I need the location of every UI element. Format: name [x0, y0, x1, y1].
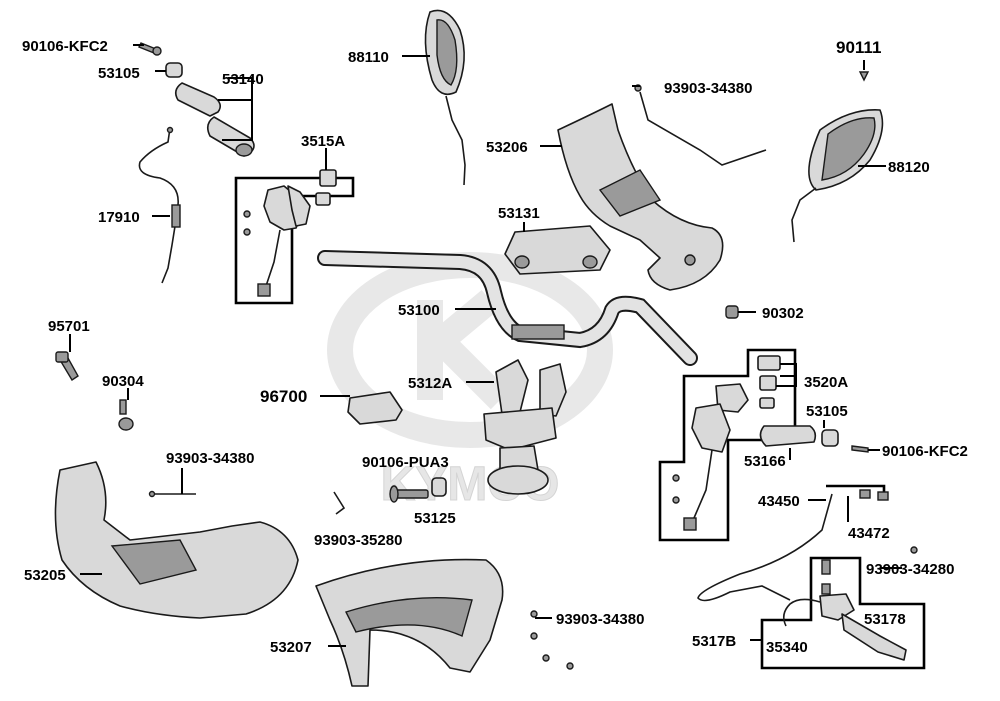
label-90106-kfc2-right: 90106-KFC2 — [882, 443, 968, 460]
label-90304: 90304 — [102, 373, 144, 390]
bar-end-53105-top — [165, 62, 183, 78]
front-cover-53205 — [54, 461, 299, 619]
switch-3515a — [243, 169, 337, 297]
screws-93903-34380-bottom — [530, 610, 574, 670]
label-3515a: 3515A — [301, 133, 345, 150]
box-3520a — [658, 348, 797, 542]
label-53178: 53178 — [864, 611, 906, 628]
handlebar-clamp-53131 — [504, 225, 611, 275]
screw-90302 — [725, 305, 739, 319]
throttle-cable-17910 — [138, 126, 181, 284]
label-90106-kfc2-top: 90106-KFC2 — [22, 38, 108, 55]
label-93903-35280: 93903-35280 — [314, 532, 402, 549]
label-17910: 17910 — [98, 209, 140, 226]
handlebar-53100 — [317, 250, 698, 366]
label-43472: 43472 — [848, 525, 890, 542]
bracket-43450 — [826, 484, 886, 496]
lever-assembly-5317b — [782, 546, 918, 661]
label-93903-34380-left: 93903-34380 — [166, 450, 254, 467]
label-90302: 90302 — [762, 305, 804, 322]
mirror-left-88110 — [424, 9, 466, 186]
label-53205: 53205 — [24, 567, 66, 584]
label-53131: 53131 — [498, 205, 540, 222]
screw-90111 — [858, 71, 870, 82]
box-5317b — [760, 556, 926, 670]
cable-43450 — [697, 489, 889, 602]
bracket-96700 — [347, 391, 403, 425]
bolt-90106-pua3 — [389, 485, 429, 503]
label-53100: 53100 — [398, 302, 440, 319]
label-93903-34380-top: 93903-34380 — [664, 80, 752, 97]
label-93903-34280: 93903-34280 — [866, 561, 954, 578]
label-53105-right: 53105 — [806, 403, 848, 420]
label-3520a: 3520A — [804, 374, 848, 391]
cap-53125 — [431, 477, 447, 497]
leader-lines — [69, 44, 902, 647]
label-95701: 95701 — [48, 318, 90, 335]
bolt-90106-kfc2-right — [851, 445, 869, 453]
label-93903-34380-bottom: 93903-34380 — [556, 611, 644, 628]
label-5312a: 5312A — [408, 375, 452, 392]
grip-53140 — [174, 82, 255, 157]
label-53105-top: 53105 — [98, 65, 140, 82]
lower-cover-53207 — [315, 558, 504, 687]
wire-93903-34380-top — [634, 84, 767, 166]
label-5317b: 5317B — [692, 633, 736, 650]
label-96700: 96700 — [260, 387, 307, 406]
wire-93903-34380-left — [148, 490, 196, 498]
bolt-95701 — [55, 351, 79, 381]
part-labels: 90106-KFC2 53105 53140 17910 3515A 88110… — [22, 38, 968, 656]
label-88110: 88110 — [348, 49, 389, 66]
grip-53166 — [759, 425, 817, 447]
label-53140: 53140 — [222, 71, 264, 88]
nut-90304 — [118, 399, 134, 431]
stem-5312a — [483, 359, 567, 495]
mirror-right-88120 — [791, 109, 884, 243]
label-43450: 43450 — [758, 493, 800, 510]
label-53207: 53207 — [270, 639, 312, 656]
label-53206: 53206 — [486, 139, 528, 156]
label-88120: 88120 — [888, 159, 930, 176]
label-53166: 53166 — [744, 453, 786, 470]
bar-end-53105-right — [821, 429, 839, 447]
label-90106-pua3: 90106-PUA3 — [362, 454, 449, 471]
clip-93903-35280 — [333, 491, 346, 515]
rear-cover-53206 — [557, 103, 724, 291]
label-35340: 35340 — [766, 639, 808, 656]
label-53125: 53125 — [414, 510, 456, 527]
label-90111: 90111 — [836, 38, 881, 57]
switch-3520a — [672, 355, 781, 531]
